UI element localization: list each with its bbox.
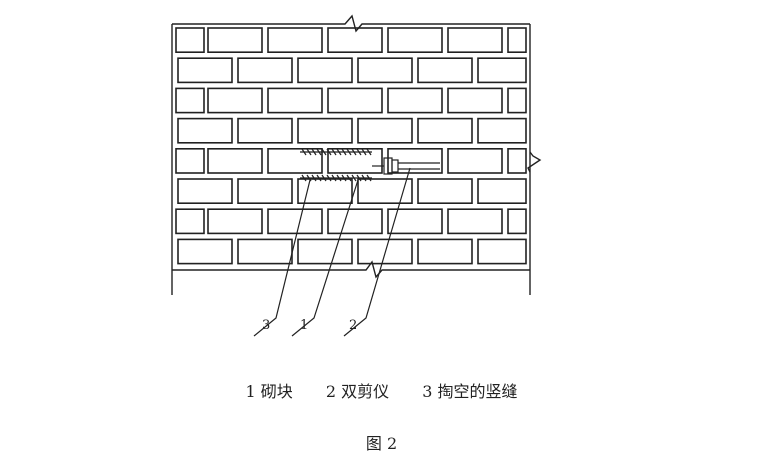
hatch-mark xyxy=(316,148,322,156)
wall-right-break xyxy=(527,151,542,173)
hatch-mark xyxy=(341,174,347,182)
hatch-mark xyxy=(321,174,327,182)
leader-3 xyxy=(253,179,311,337)
brick xyxy=(507,148,527,174)
brick xyxy=(327,87,383,114)
brick xyxy=(357,178,413,205)
brick xyxy=(417,238,473,265)
brick xyxy=(447,87,503,114)
hatch-mark xyxy=(311,148,317,156)
hatch-mark xyxy=(311,174,317,182)
brick xyxy=(267,208,323,235)
brick xyxy=(477,238,527,265)
brick xyxy=(297,178,353,205)
wall-bottom-break xyxy=(172,260,530,279)
brick xyxy=(387,87,443,114)
hatch-mark xyxy=(336,148,342,156)
leader-lines xyxy=(253,167,411,337)
brick xyxy=(507,87,527,114)
hatch-mark xyxy=(326,174,332,182)
callout-2: 2 xyxy=(349,318,357,333)
brick xyxy=(237,117,293,144)
hatch-mark xyxy=(356,148,362,156)
double-shear-device xyxy=(300,148,440,182)
brick xyxy=(477,57,527,84)
brick xyxy=(297,117,353,144)
brick xyxy=(267,87,323,114)
brick xyxy=(417,178,473,205)
hatch-mark xyxy=(336,174,342,182)
brick xyxy=(387,208,443,235)
hatch-mark xyxy=(316,174,322,182)
hatch-mark xyxy=(356,174,362,182)
hatch-mark xyxy=(331,148,337,156)
hatch-mark xyxy=(346,174,352,182)
callout-3: 3 xyxy=(262,318,270,333)
brick xyxy=(507,27,527,54)
brick xyxy=(357,57,413,84)
brick xyxy=(175,87,205,114)
brick xyxy=(507,208,527,235)
brick xyxy=(447,148,503,174)
hatch-mark xyxy=(366,174,372,182)
leader-2 xyxy=(343,167,411,337)
brick xyxy=(237,178,293,205)
brick-wall xyxy=(171,14,542,295)
brick xyxy=(267,27,323,54)
hatch-mark xyxy=(351,148,357,156)
brick xyxy=(207,148,263,174)
brick xyxy=(177,57,233,84)
hatch-mark xyxy=(306,148,312,156)
brick xyxy=(297,238,353,265)
brick xyxy=(237,238,293,265)
brick xyxy=(175,148,205,174)
legend: 1 砌块 2 双剪仪 3 掏空的竖缝 xyxy=(0,378,763,402)
hatch-mark xyxy=(321,148,327,156)
brick xyxy=(417,117,473,144)
brick xyxy=(207,208,263,235)
brick xyxy=(207,27,263,54)
device-ram xyxy=(391,159,399,173)
brick xyxy=(447,27,503,54)
brick xyxy=(387,27,443,54)
brick xyxy=(177,117,233,144)
brick xyxy=(447,208,503,235)
leader-1 xyxy=(291,179,359,337)
brick xyxy=(357,238,413,265)
legend-item-3: 3 掏空的竖缝 xyxy=(422,382,518,401)
legend-item-1: 1 砌块 xyxy=(245,382,293,401)
brick xyxy=(177,238,233,265)
brick xyxy=(327,208,383,235)
hatch-mark xyxy=(346,148,352,156)
brick xyxy=(417,57,473,84)
brick xyxy=(357,117,413,144)
brick xyxy=(175,27,205,54)
brick xyxy=(177,178,233,205)
wall-top-break xyxy=(172,14,530,33)
callout-1: 1 xyxy=(300,318,308,333)
hatch-mark xyxy=(341,148,347,156)
hatch-mark xyxy=(361,148,367,156)
brick xyxy=(207,87,263,114)
hatch-mark xyxy=(366,148,372,156)
hatch-mark xyxy=(301,174,307,182)
hatch-mark xyxy=(361,174,367,182)
hatch-mark xyxy=(331,174,337,182)
legend-item-2: 2 双剪仪 xyxy=(325,382,390,401)
brick xyxy=(175,208,205,235)
hatch-mark xyxy=(306,174,312,182)
hatch-mark xyxy=(351,174,357,182)
hatch-mark xyxy=(301,148,307,156)
hatch-mark xyxy=(326,148,332,156)
figure-caption: 图 2 xyxy=(365,434,398,453)
brick xyxy=(387,148,443,174)
brick xyxy=(327,148,383,174)
brick xyxy=(477,117,527,144)
brick xyxy=(267,148,323,174)
brick xyxy=(477,178,527,205)
brick xyxy=(297,57,353,84)
brick xyxy=(327,27,383,54)
brick xyxy=(237,57,293,84)
